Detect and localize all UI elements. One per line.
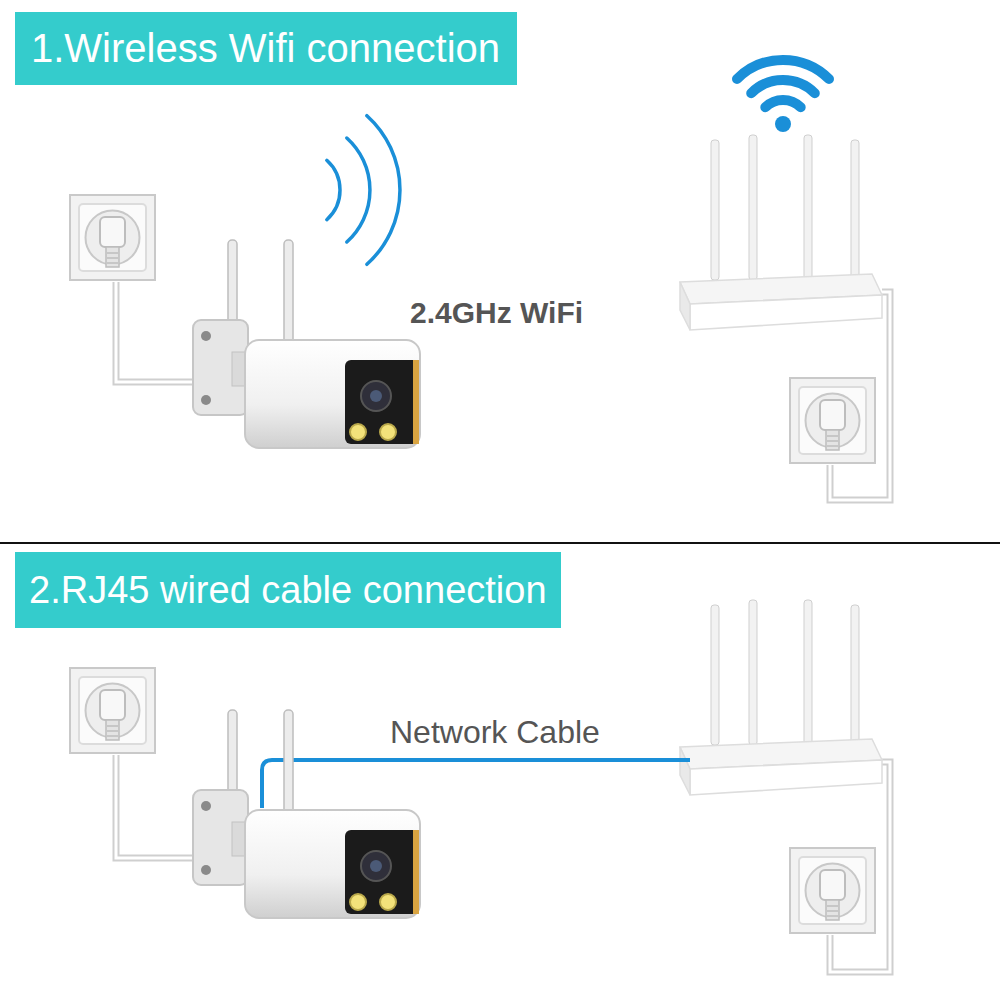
wall-socket bbox=[790, 848, 875, 933]
wall-socket bbox=[790, 378, 875, 463]
wifi-symbol bbox=[737, 60, 829, 132]
wifi-band-label: 2.4GHz WiFi bbox=[406, 296, 587, 330]
router-illustration bbox=[680, 600, 882, 795]
network-cable-line bbox=[262, 760, 690, 808]
cable-label: Network Cable bbox=[386, 714, 604, 751]
wall-socket bbox=[70, 195, 155, 280]
divider-line bbox=[0, 542, 1000, 544]
section-banner: 2.RJ45 wired cable connection bbox=[15, 552, 561, 628]
banner-title: 1.Wireless Wifi connection bbox=[31, 24, 501, 73]
section-banner: 1.Wireless Wifi connection bbox=[15, 12, 517, 85]
wifi-waves bbox=[327, 116, 400, 265]
router-illustration bbox=[680, 135, 882, 330]
wall-socket bbox=[70, 668, 155, 753]
banner-title: 2.RJ45 wired cable connection bbox=[29, 566, 547, 614]
camera-illustration bbox=[193, 240, 420, 448]
